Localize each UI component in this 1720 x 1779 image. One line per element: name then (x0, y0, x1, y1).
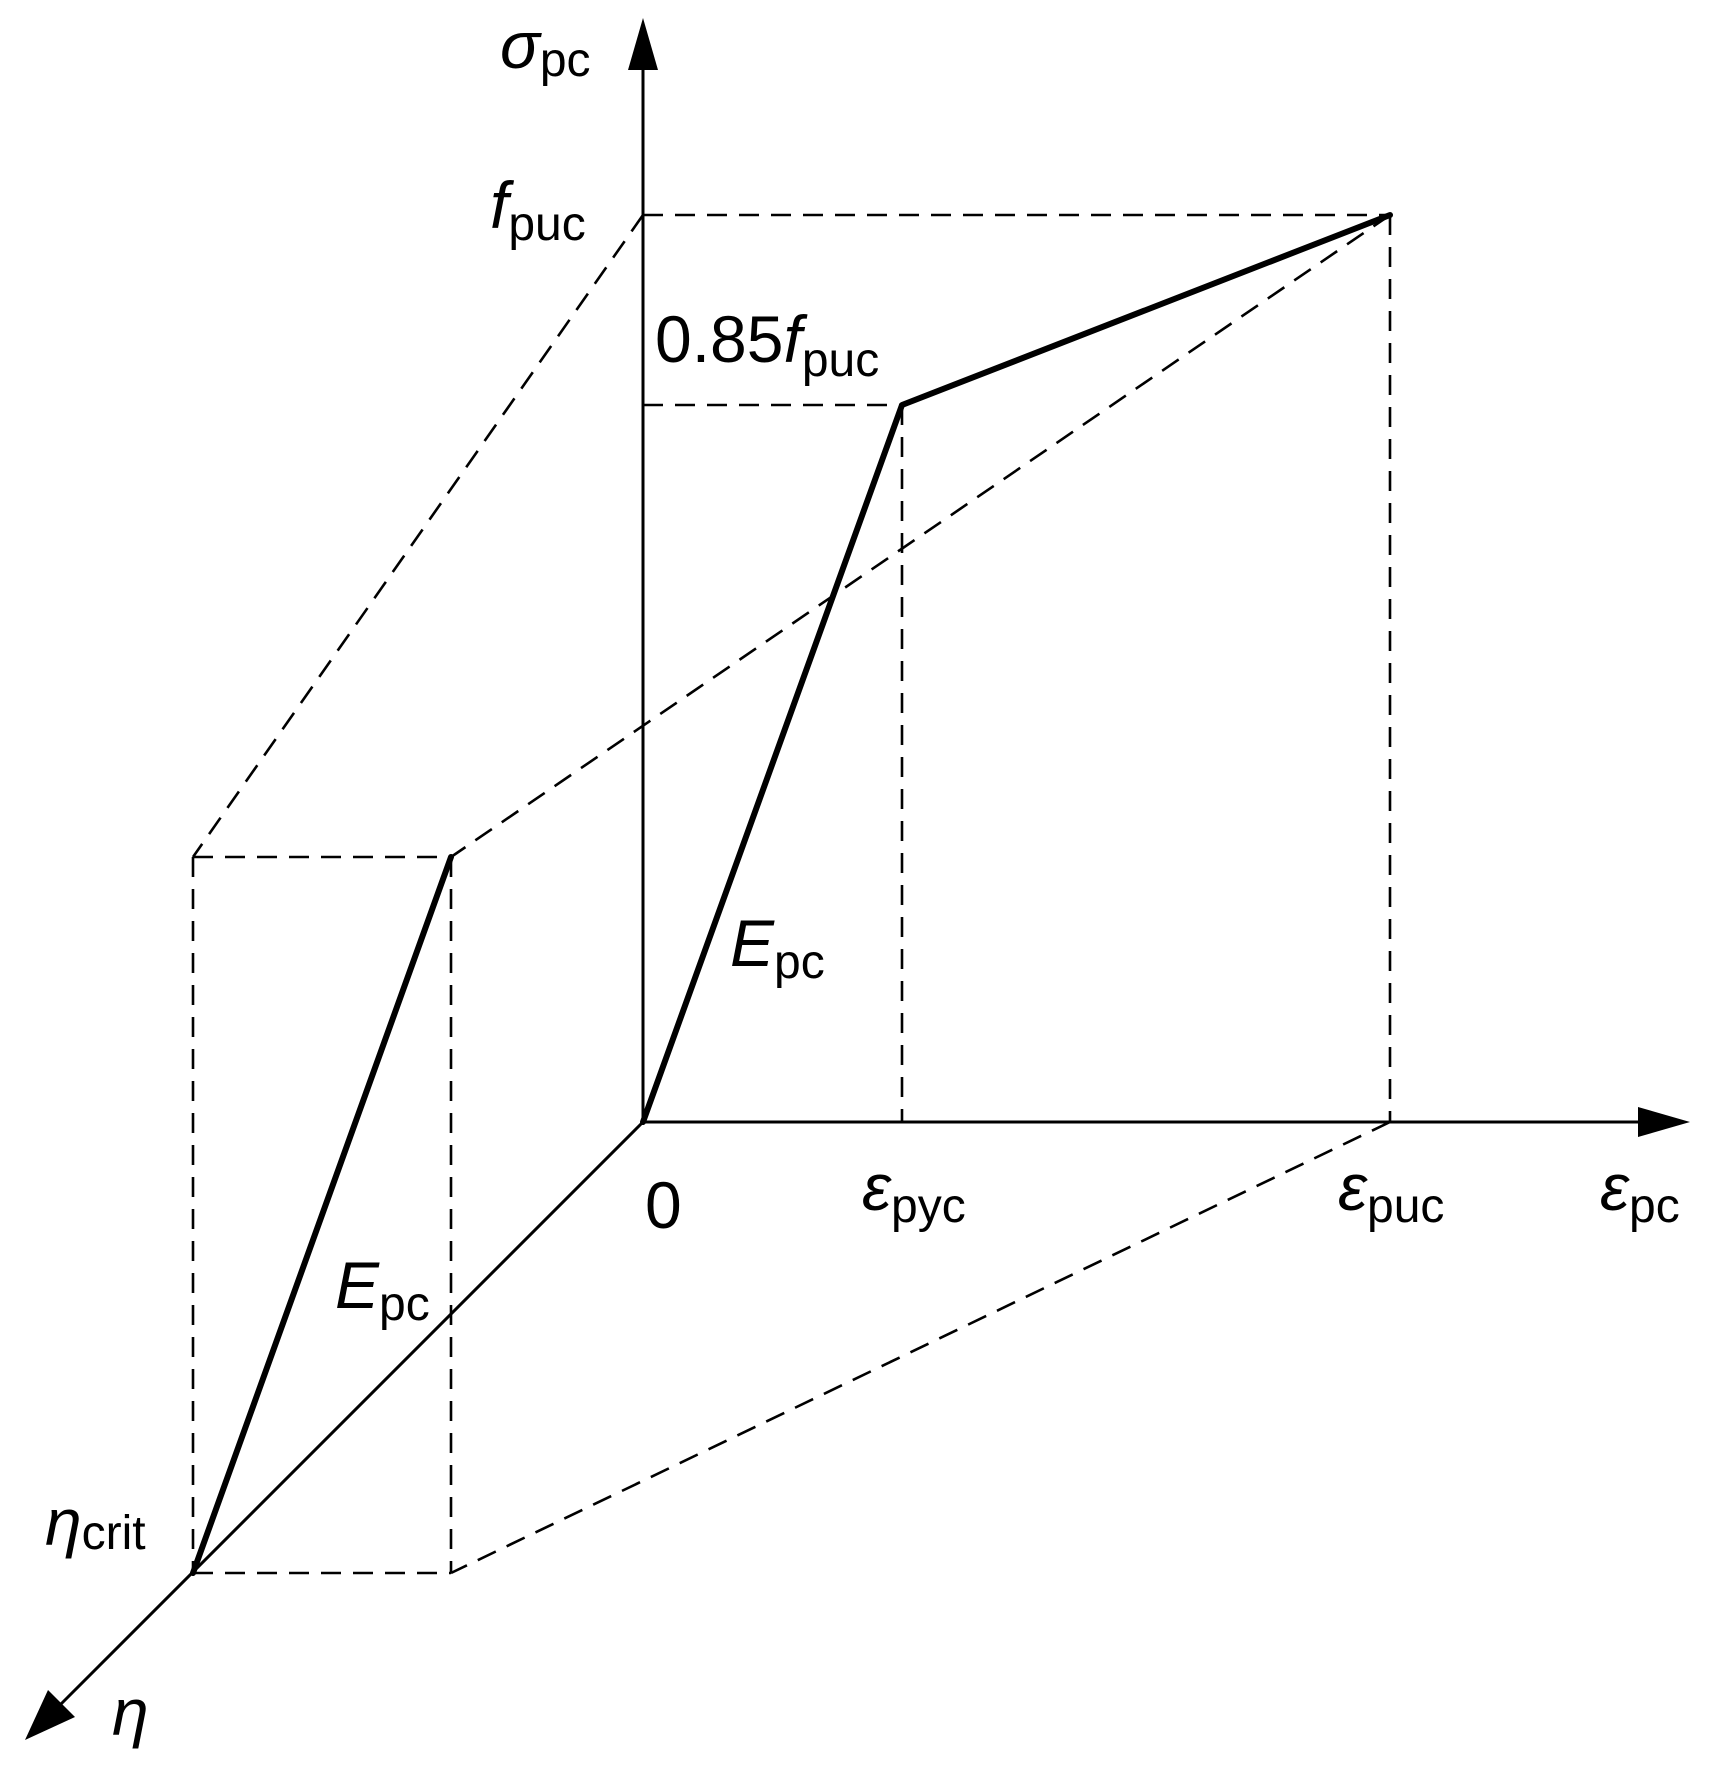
f-puc-projection-dash (191, 214, 645, 858)
e-pc-side-label: Epc (335, 1248, 430, 1331)
f-puc-label: fpuc (490, 168, 586, 251)
eps-puc-projection-dash (450, 1120, 1391, 1575)
sigma-axis-label: σpc (500, 8, 591, 87)
eps-puc-label: εpuc (1338, 1150, 1444, 1233)
epsilon-axis-arrowhead (1638, 1107, 1690, 1137)
sigma-axis-arrowhead (628, 18, 658, 70)
eta-axis-label: η (112, 1675, 149, 1749)
eps-pyc-label: εpyc (862, 1150, 966, 1233)
eta-crit-curve (190, 854, 454, 1576)
eta-axis-arrowhead (25, 1690, 75, 1740)
eps-axis-label: εpc (1600, 1150, 1680, 1233)
e-pc-main-label: Epc (730, 906, 825, 989)
f-085-label: 0.85fpuc (655, 302, 879, 387)
eta-axis (56, 1120, 645, 1709)
eta-crit-label: ηcrit (45, 1485, 146, 1560)
secant-dash (450, 213, 1391, 859)
origin-label: 0 (645, 1168, 682, 1242)
